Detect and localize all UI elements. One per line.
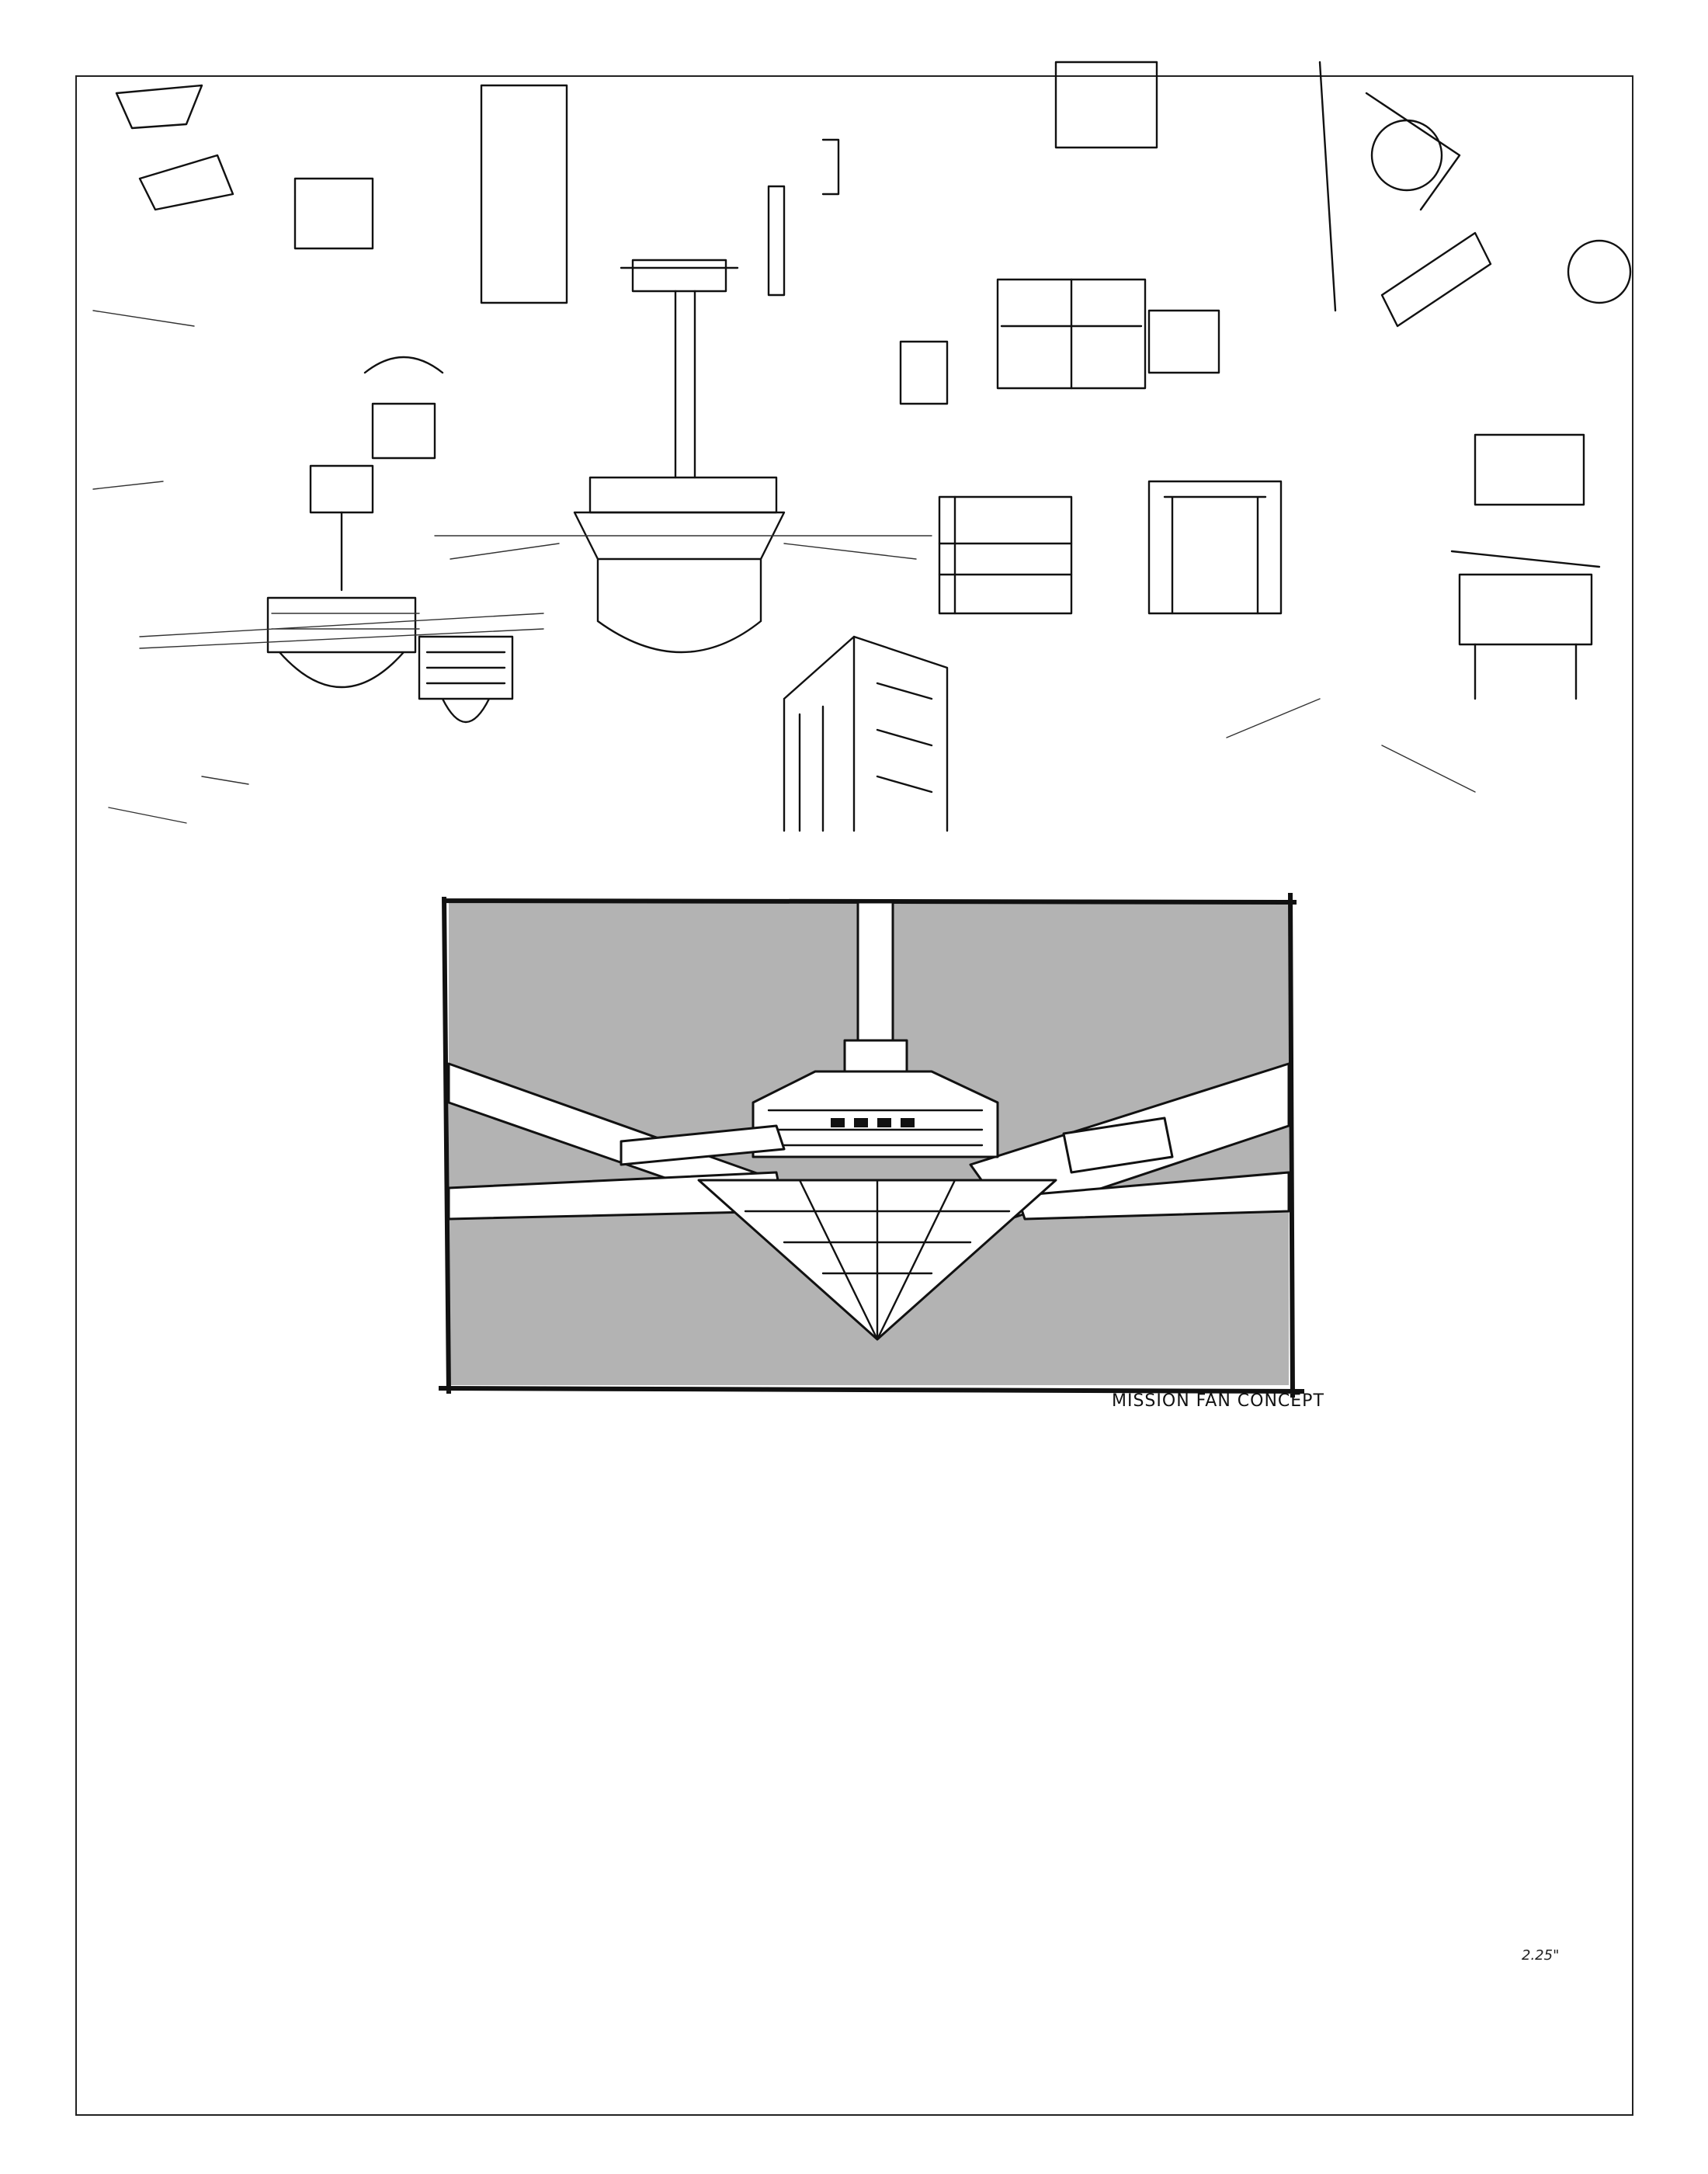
- fan-illustration: [447, 901, 1290, 1341]
- sheet-caption: Mission Fan Concept: [1112, 1391, 1324, 1411]
- skyscraper-sketch: [783, 635, 949, 832]
- mission-fan-concept-panel: [438, 892, 1305, 1398]
- cabinet-sketches: [938, 278, 1601, 700]
- lantern-sketch: [418, 635, 514, 723]
- misc-top-sketches: [92, 61, 1632, 824]
- tall-fan-sketch: [434, 259, 932, 654]
- dimension-annotation: 2.25": [1522, 1947, 1560, 1964]
- dome-fan-sketch: [139, 464, 544, 689]
- top-sketch-cluster: [92, 61, 1632, 832]
- page-border: [75, 75, 1633, 2116]
